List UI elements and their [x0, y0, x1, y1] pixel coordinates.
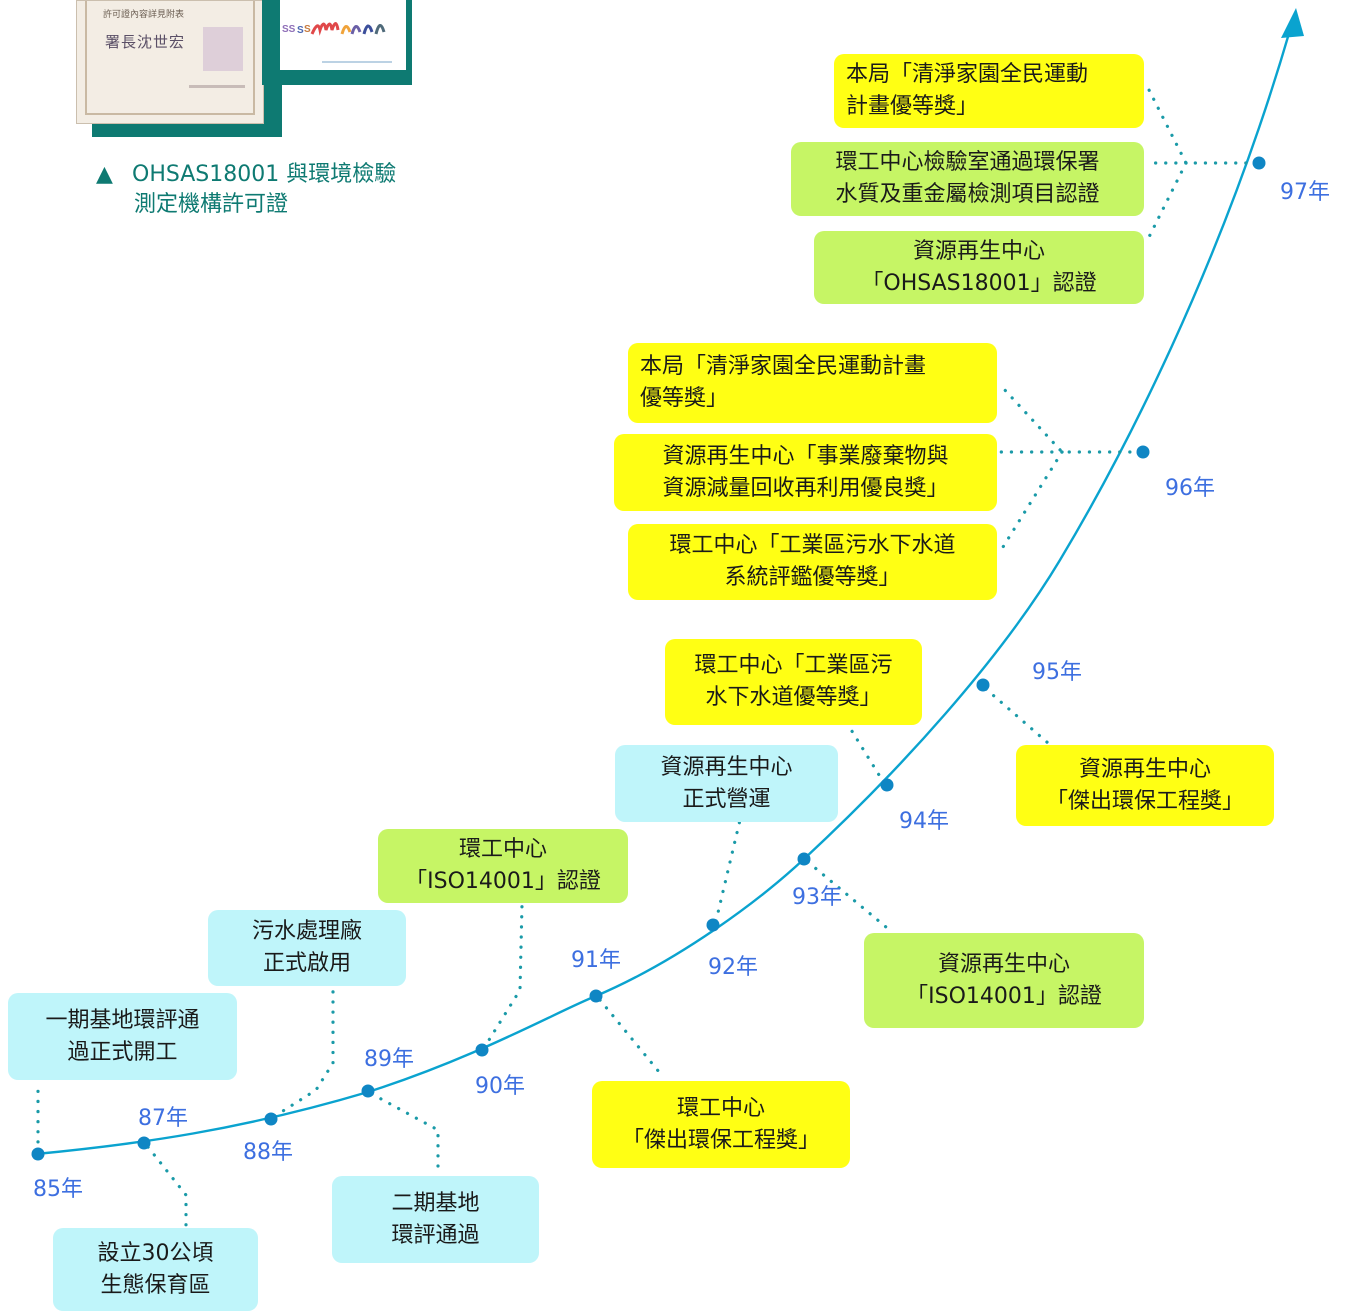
- event-92-box: 資源再生中心 正式營運: [615, 745, 838, 822]
- triangle-marker-icon: ▲: [96, 162, 113, 187]
- svg-text:S: S: [304, 24, 311, 35]
- caption-line-1: OHSAS18001 與環境檢驗: [132, 162, 397, 187]
- certificate-header-text: 許可證內容詳見附表: [103, 10, 185, 20]
- timeline-dot-93: [797, 852, 811, 866]
- timeline-dot-95: [976, 678, 990, 692]
- connector-97a: [1145, 84, 1258, 165]
- year-label-93: 93年: [792, 885, 842, 910]
- timeline-dot-90: [475, 1043, 489, 1057]
- certificate-footer-line: [189, 85, 245, 88]
- year-label-90: 90年: [475, 1074, 525, 1099]
- event-91-box: 環工中心 「傑出環保工程獎」: [592, 1081, 850, 1168]
- bird-logo-icon: SS S S: [282, 22, 392, 63]
- brochure-photo: SS S S: [280, 0, 406, 70]
- timeline-curve: [35, 29, 1292, 1156]
- event-89-box: 二期基地 環評通過: [332, 1176, 539, 1263]
- timeline-arrowhead-icon: [1281, 8, 1304, 38]
- connector-88: [273, 988, 335, 1118]
- event-88-box: 污水處理廠 正式啟用: [208, 910, 406, 986]
- year-label-96: 96年: [1165, 476, 1215, 501]
- photo-caption: ▲ OHSAS18001 與環境檢驗 測定機構許可證: [96, 160, 456, 220]
- year-label-89: 89年: [364, 1047, 414, 1072]
- connector-93: [806, 860, 894, 934]
- connector-96c: [1001, 450, 1064, 549]
- timeline-dot-91: [589, 989, 603, 1003]
- event-90-box: 環工中心 「ISO14001」認證: [378, 829, 628, 903]
- event-87-box: 設立30公頃 生態保育區: [53, 1228, 258, 1311]
- year-label-87: 87年: [138, 1106, 188, 1131]
- certificate-photo: 許可證內容詳見附表 署長沈世宏: [76, 0, 264, 124]
- event-96c-box: 環工中心「工業區污水下水道 系統評鑑優等獎」: [628, 524, 997, 600]
- event-85-box: 一期基地環評通 過正式開工: [8, 993, 237, 1080]
- timeline-dot-87: [137, 1136, 151, 1150]
- timeline-dot-94: [880, 778, 894, 792]
- connector-89: [370, 1092, 440, 1175]
- connector-91: [598, 998, 666, 1080]
- connector-90: [482, 903, 524, 1050]
- year-label-88: 88年: [243, 1140, 293, 1165]
- event-93-box: 資源再生中心 「ISO14001」認證: [864, 933, 1144, 1028]
- year-label-91: 91年: [571, 948, 621, 973]
- event-96a-box: 本局「清淨家園全民運動計畫 優等獎」: [628, 343, 997, 423]
- connector-95: [984, 687, 1050, 745]
- timeline-dot-88: [264, 1112, 278, 1126]
- event-95-box: 資源再生中心 「傑出環保工程獎」: [1016, 745, 1274, 826]
- timeline-dot-92: [706, 918, 720, 932]
- certificate-seal: [203, 27, 243, 71]
- year-label-94: 94年: [899, 809, 949, 834]
- connector-96a: [1001, 386, 1142, 454]
- year-label-92: 92年: [708, 955, 758, 980]
- caption-line-2: 測定機構許可證: [134, 192, 289, 217]
- timeline-dot-96: [1136, 445, 1150, 459]
- connector-94: [848, 726, 886, 785]
- year-label-85: 85年: [33, 1177, 83, 1202]
- connector-97c: [1145, 161, 1188, 243]
- event-97b-box: 環工中心檢驗室通過環保署 水質及重金屬檢測項目認證: [791, 142, 1144, 216]
- connector-87: [146, 1145, 188, 1227]
- year-label-95: 95年: [1032, 660, 1082, 685]
- timeline-dot-97: [1252, 156, 1266, 170]
- connector-92: [714, 818, 742, 923]
- timeline-dot-89: [361, 1084, 375, 1098]
- event-94-box: 環工中心「工業區污 水下水道優等獎」: [665, 639, 922, 725]
- svg-text:S: S: [297, 25, 304, 36]
- event-97c-box: 資源再生中心 「OHSAS18001」認證: [814, 231, 1144, 304]
- timeline-dot-85: [31, 1147, 45, 1161]
- svg-text:SS: SS: [282, 24, 296, 35]
- event-97a-box: 本局「清淨家園全民運動 計畫優等獎」: [834, 54, 1144, 128]
- event-96b-box: 資源再生中心「事業廢棄物與 資源減量回收再利用優良獎」: [614, 434, 997, 511]
- year-label-97: 97年: [1280, 180, 1330, 205]
- certificate-stamp-text: 署長沈世宏: [105, 33, 186, 51]
